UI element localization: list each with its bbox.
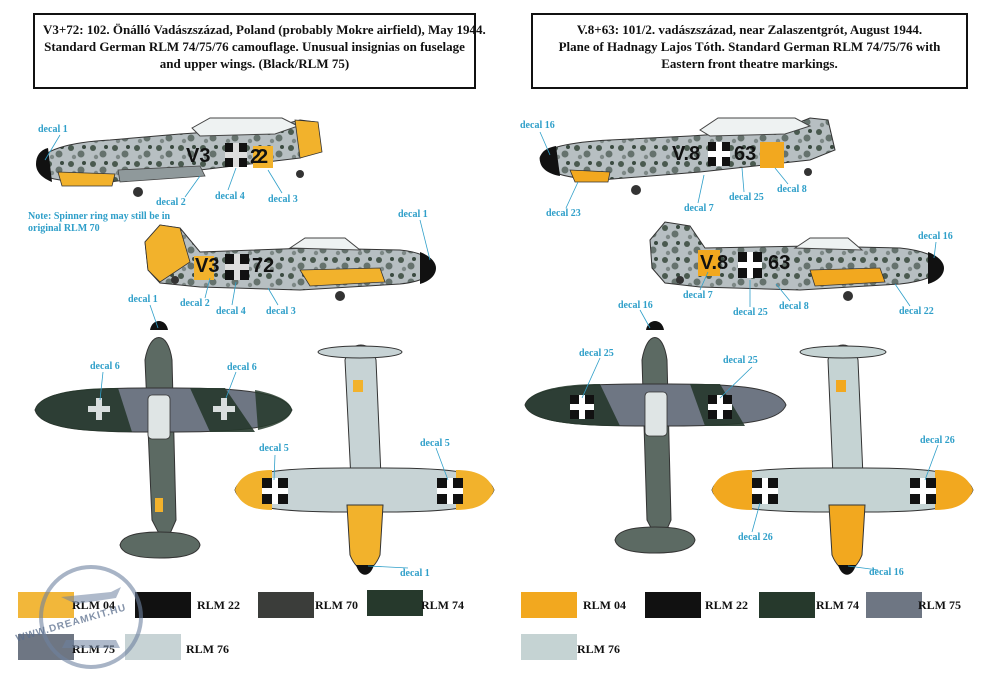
caption-line: Standard German RLM 74/75/76 camouflage.… bbox=[44, 39, 465, 54]
swatch-rlm04 bbox=[521, 592, 577, 618]
left-side-view-2 bbox=[144, 224, 436, 301]
dreamkit-logo bbox=[39, 565, 143, 669]
decal-label: decal 16 bbox=[869, 567, 904, 578]
swatch-rlm75 bbox=[866, 592, 922, 618]
left-side-view-1 bbox=[36, 117, 323, 197]
decal-label: decal 25 bbox=[729, 192, 764, 203]
caption-line: V.8+63: 101/2. vadászszázad, near Zalasz… bbox=[576, 22, 923, 37]
marking-right-1: V.8 bbox=[672, 143, 701, 165]
marking-right-2b: 63 bbox=[768, 252, 791, 274]
decal-label: decal 26 bbox=[738, 532, 773, 543]
decal-label: decal 4 bbox=[215, 191, 245, 202]
swatch-rlm70 bbox=[258, 592, 314, 618]
decal-label: decal 26 bbox=[920, 435, 955, 446]
marking-left-2b: 72 bbox=[252, 255, 275, 277]
caption-right: V.8+63: 101/2. vadászszázad, near Zalasz… bbox=[531, 13, 968, 89]
right-side-view-1 bbox=[539, 117, 836, 195]
decal-label: decal 2 bbox=[156, 197, 186, 208]
decal-label: decal 25 bbox=[579, 348, 614, 359]
decal-label: decal 7 bbox=[683, 290, 713, 301]
swatch-rlm74 bbox=[367, 590, 423, 616]
swatch-label: RLM 04 bbox=[583, 598, 626, 612]
decal-label: decal 5 bbox=[259, 443, 289, 454]
right-bottom-view bbox=[711, 344, 974, 575]
right-side-view-2 bbox=[649, 221, 944, 301]
decal-label: decal 7 bbox=[684, 203, 714, 214]
decal-label: decal 22 bbox=[899, 306, 934, 317]
swatch-rlm74 bbox=[759, 592, 815, 618]
decal-label: decal 6 bbox=[90, 361, 120, 372]
decal-label: decal 1 bbox=[400, 568, 430, 579]
spinner-note: Note: Spinner ring may still be in origi… bbox=[28, 211, 170, 235]
caption-line: and upper wings. (Black/RLM 75) bbox=[159, 56, 350, 71]
marking-left-1c: 2 bbox=[257, 146, 269, 168]
decal-label: decal 1 bbox=[128, 294, 158, 305]
caption-line: V3+72: 102. Önálló Vadászszázad, Poland … bbox=[43, 22, 486, 37]
swatch-label: RLM 76 bbox=[577, 642, 620, 656]
swatch-label: RLM 70 bbox=[315, 598, 358, 612]
decal-label: decal 1 bbox=[398, 209, 428, 220]
decal-label: decal 3 bbox=[266, 306, 296, 317]
decal-label: decal 23 bbox=[546, 208, 581, 219]
decal-label: decal 1 bbox=[38, 124, 68, 135]
swatch-rlm22 bbox=[645, 592, 701, 618]
marking-right-1b: 63 bbox=[734, 143, 757, 165]
leader-lines bbox=[44, 131, 939, 571]
decal-label: decal 16 bbox=[520, 120, 555, 131]
swatch-rlm76 bbox=[521, 634, 577, 660]
caption-line: Eastern front theatre markings. bbox=[661, 56, 838, 71]
note-line: Note: Spinner ring may still be in bbox=[28, 211, 171, 222]
decal-label: decal 16 bbox=[618, 300, 653, 311]
decal-label: decal 8 bbox=[777, 184, 807, 195]
decal-label: decal 16 bbox=[918, 231, 953, 242]
swatch-label: RLM 75 bbox=[918, 598, 961, 612]
swatch-label: RLM 74 bbox=[421, 598, 464, 612]
marking-left-2a: V3 bbox=[195, 255, 220, 277]
left-top-view bbox=[34, 321, 293, 559]
decal-label: decal 6 bbox=[227, 362, 257, 373]
decal-label: decal 8 bbox=[779, 301, 809, 312]
caption-line: Plane of Hadnagy Lajos Tóth. Standard Ge… bbox=[558, 39, 941, 54]
right-top-view bbox=[524, 321, 787, 554]
marking-right-2: V.8 bbox=[700, 252, 729, 274]
swatch-label: RLM 22 bbox=[197, 598, 240, 612]
swatch-label: RLM 76 bbox=[186, 642, 229, 656]
decal-label: decal 25 bbox=[733, 307, 768, 318]
decal-label: decal 3 bbox=[268, 194, 298, 205]
left-bottom-view bbox=[234, 344, 495, 575]
decal-label: decal 25 bbox=[723, 355, 758, 366]
swatch-rlm22 bbox=[135, 592, 191, 618]
marking-left-1b: 2 bbox=[250, 146, 262, 168]
caption-left: V3+72: 102. Önálló Vadászszázad, Poland … bbox=[33, 13, 486, 89]
decal-label: decal 2 bbox=[180, 298, 210, 309]
marking-left-1a: V3 bbox=[186, 145, 211, 167]
decal-label: decal 4 bbox=[216, 306, 246, 317]
swatch-label: RLM 22 bbox=[705, 598, 748, 612]
decal-label: decal 5 bbox=[420, 438, 450, 449]
note-line: original RLM 70 bbox=[28, 223, 100, 234]
swatch-label: RLM 74 bbox=[816, 598, 859, 612]
